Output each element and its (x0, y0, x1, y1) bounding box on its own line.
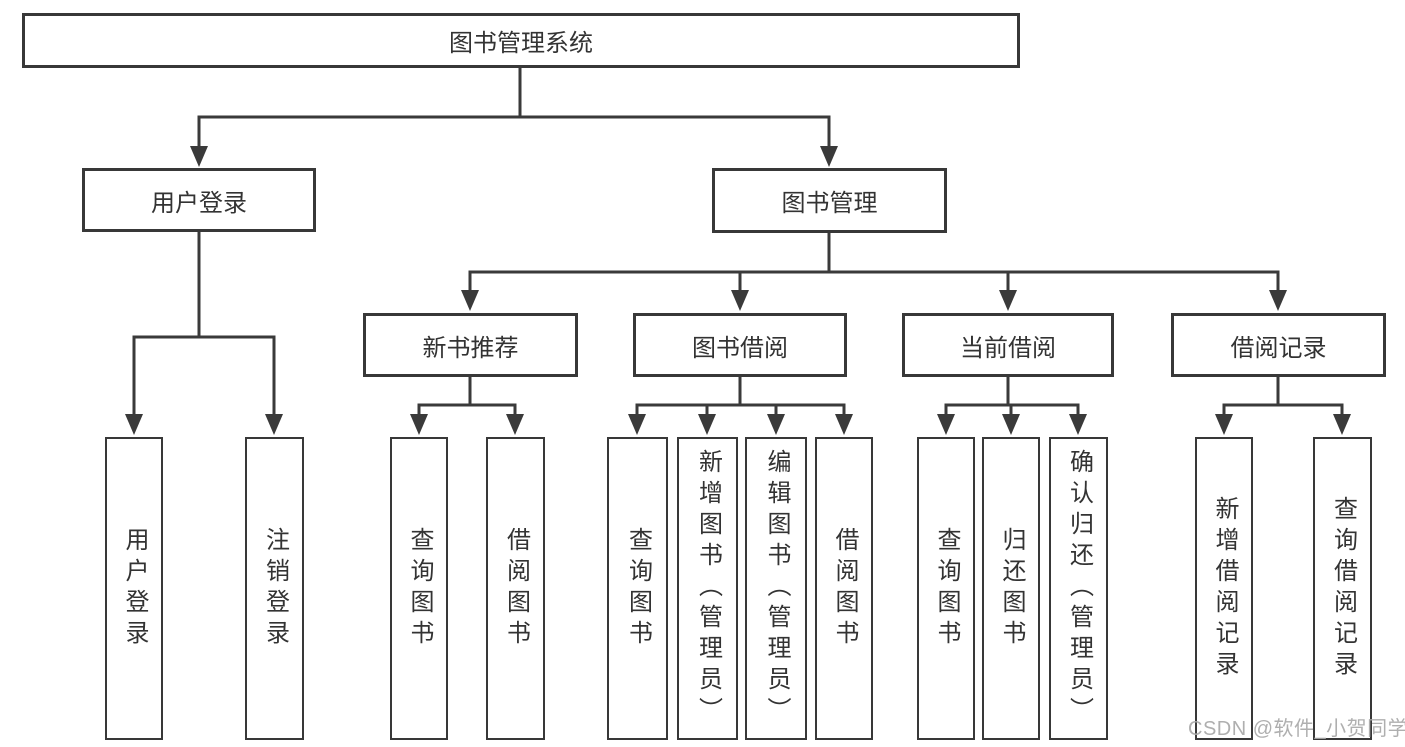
node-label: 图书借阅 (692, 334, 788, 362)
node-leaf-logout: 注销登录 (245, 437, 304, 740)
node-current-borrowing: 当前借阅 (902, 313, 1114, 377)
node-label: 新增借阅记录 (1211, 495, 1238, 682)
node-leaf-query-books-borrowing: 查询图书 (607, 437, 668, 740)
node-label: 查询图书 (624, 526, 652, 651)
node-label: 确认归还（管理员） (1065, 449, 1093, 728)
node-leaf-add-borrow-record: 新增借阅记录 (1195, 437, 1253, 740)
node-label: 当前借阅 (960, 334, 1056, 362)
node-label: 借阅记录 (1230, 334, 1327, 362)
node-leaf-user-login: 用户登录 (105, 437, 163, 740)
node-label: 新增图书（管理员） (694, 449, 722, 728)
node-label: 注销登录 (261, 526, 289, 651)
node-label: 归还图书 (998, 526, 1025, 651)
node-label: 用户登录 (121, 526, 148, 651)
node-label: 借阅图书 (831, 526, 858, 651)
node-leaf-query-books-recommend: 查询图书 (390, 437, 448, 740)
node-leaf-return-books: 归还图书 (982, 437, 1040, 740)
node-label: 用户登录 (151, 189, 247, 217)
node-leaf-edit-books-admin: 编辑图书（管理员） (745, 437, 807, 740)
node-label: 查询借阅记录 (1329, 495, 1357, 682)
node-label: 查询图书 (406, 526, 433, 651)
node-leaf-borrow-books-recommend: 借阅图书 (486, 437, 545, 740)
node-leaf-query-books-current: 查询图书 (917, 437, 975, 740)
node-label: 编辑图书（管理员） (763, 449, 790, 728)
node-user-login: 用户登录 (82, 168, 316, 232)
node-new-book-recommend: 新书推荐 (363, 313, 578, 377)
node-book-management: 图书管理 (712, 168, 947, 233)
node-leaf-add-books-admin: 新增图书（管理员） (677, 437, 738, 740)
node-root: 图书管理系统 (22, 13, 1020, 68)
node-label: 图书管理系统 (449, 30, 593, 57)
node-book-borrowing: 图书借阅 (633, 313, 847, 377)
node-leaf-borrow-books: 借阅图书 (815, 437, 873, 740)
node-label: 借阅图书 (502, 526, 530, 651)
node-label: 查询图书 (933, 526, 960, 651)
node-borrowing-records: 借阅记录 (1171, 313, 1386, 377)
node-label: 图书管理 (781, 190, 878, 217)
node-label: 新书推荐 (422, 334, 519, 362)
node-leaf-confirm-return-admin: 确认归还（管理员） (1049, 437, 1108, 740)
csdn-watermark: CSDN @软件_小贺同学 (1188, 718, 1405, 740)
node-leaf-query-borrow-record: 查询借阅记录 (1313, 437, 1372, 740)
